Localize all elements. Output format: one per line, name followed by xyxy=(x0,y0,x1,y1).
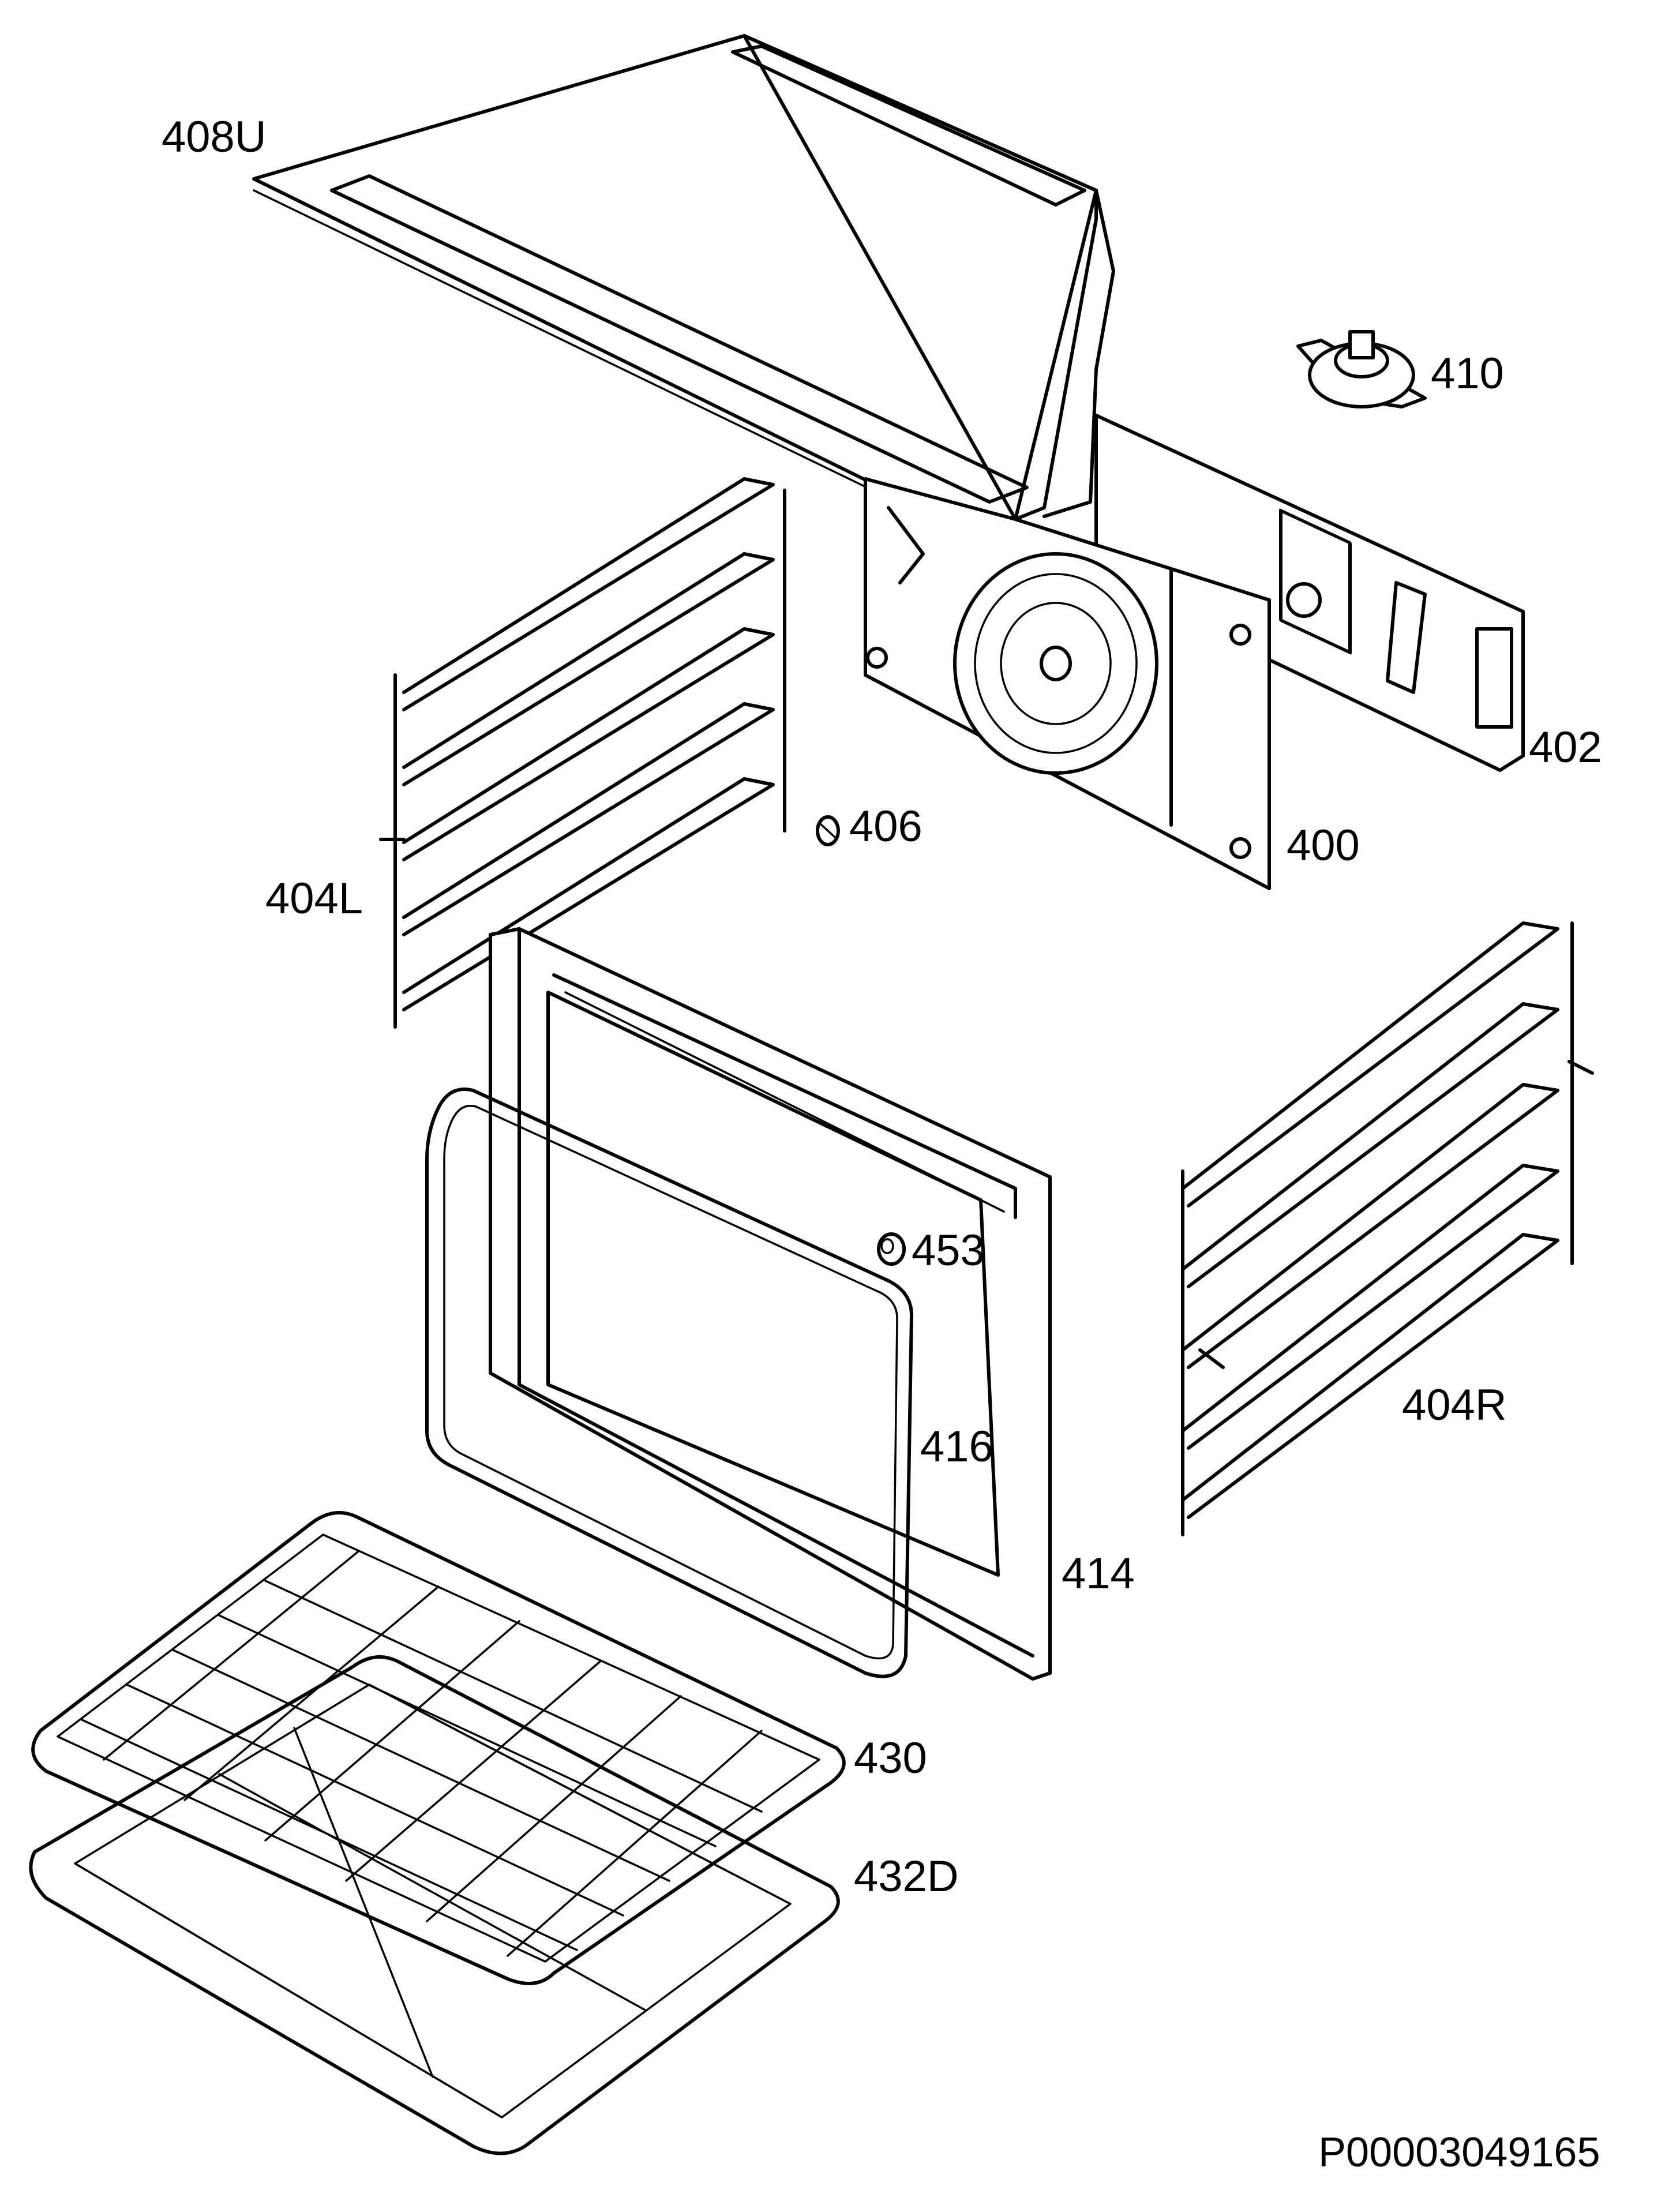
label-432d: 432D xyxy=(854,1852,959,1901)
baking-tray-icon xyxy=(29,1655,840,2155)
front-frame-icon xyxy=(489,927,1052,1681)
label-402: 402 xyxy=(1529,723,1602,772)
label-410: 410 xyxy=(1431,349,1504,398)
label-408u: 408U xyxy=(162,113,267,162)
fan-motor-icon xyxy=(1296,330,1427,408)
drawing-code: P00003049165 xyxy=(1318,2129,1600,2176)
label-406: 406 xyxy=(849,802,922,851)
door-seal-icon xyxy=(425,1088,913,1678)
label-453: 453 xyxy=(912,1226,985,1275)
label-400: 400 xyxy=(1287,821,1360,870)
label-414: 414 xyxy=(1062,1549,1135,1598)
label-404r: 404R xyxy=(1402,1381,1507,1430)
left-shelf-rail-icon xyxy=(379,477,786,1029)
label-404l: 404L xyxy=(265,874,363,923)
label-416: 416 xyxy=(920,1422,993,1471)
right-shelf-rail-icon xyxy=(1181,921,1594,1536)
fan-cover-icon xyxy=(864,477,1271,890)
top-panel-icon xyxy=(252,34,1115,570)
clip-icon xyxy=(816,815,840,846)
label-430: 430 xyxy=(854,1734,927,1783)
bulb-holder-icon xyxy=(877,1232,906,1266)
